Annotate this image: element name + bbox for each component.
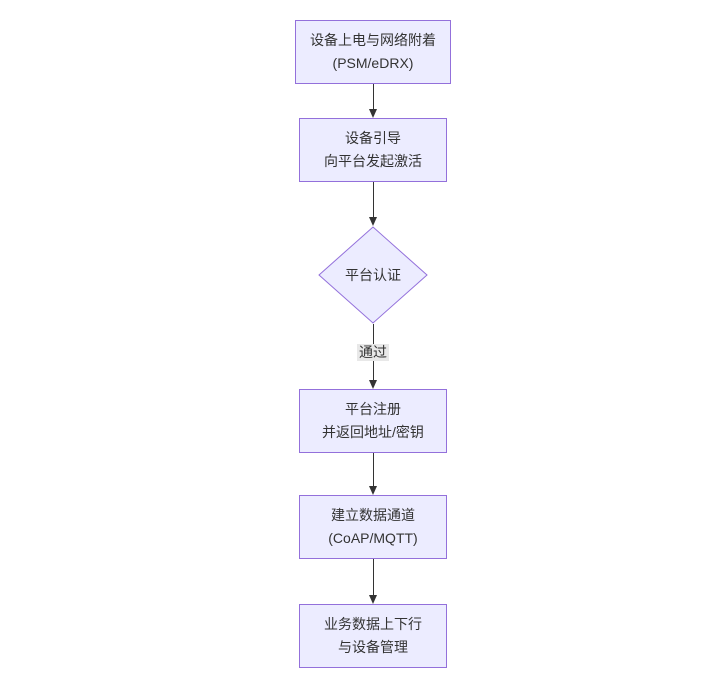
node-text-line: 并返回地址/密钥 (322, 424, 424, 440)
arrow-connector (343, 182, 403, 226)
node-text-line: 与设备管理 (338, 639, 408, 655)
node-text-line: 平台认证 (345, 266, 401, 283)
arrow-connector: 通过 (343, 324, 403, 389)
node-text-line: (PSM/eDRX) (332, 55, 414, 71)
flow-node-platform-auth: 平台认证 (318, 226, 428, 324)
node-text-line: (CoAP/MQTT) (328, 530, 418, 546)
arrowhead-down-icon (369, 595, 377, 604)
connector-line (372, 360, 374, 380)
connector-line (372, 324, 374, 344)
flow-node-platform-register: 平台注册 并返回地址/密钥 (299, 389, 447, 453)
diamond-shape (318, 226, 428, 324)
flow-node-business-data: 业务数据上下行 与设备管理 (299, 604, 447, 668)
connector-line (372, 84, 374, 109)
arrowhead-down-icon (369, 380, 377, 389)
arrowhead-down-icon (369, 217, 377, 226)
arrowhead-down-icon (369, 109, 377, 118)
flowchart: 设备上电与网络附着 (PSM/eDRX) 设备引导 向平台发起激活 平台认证 (295, 20, 451, 668)
flow-node-bootstrap: 设备引导 向平台发起激活 (299, 118, 447, 182)
node-text-line: 建立数据通道 (331, 507, 415, 523)
node-text-line: 向平台发起激活 (324, 153, 422, 169)
arrowhead-down-icon (369, 486, 377, 495)
flow-node-power-attach: 设备上电与网络附着 (PSM/eDRX) (295, 20, 451, 84)
connector-line (372, 453, 374, 486)
connector-line (372, 559, 374, 595)
node-text-line: 业务数据上下行 (324, 616, 422, 632)
edge-label-pass: 通过 (357, 343, 389, 361)
connector-line (372, 182, 374, 217)
arrow-connector (343, 84, 403, 118)
arrow-connector (343, 559, 403, 604)
node-text-line: 设备引导 (345, 130, 401, 146)
node-text-line: 平台注册 (345, 401, 401, 417)
node-text-line: 设备上电与网络附着 (310, 32, 436, 48)
flow-node-data-channel: 建立数据通道 (CoAP/MQTT) (299, 495, 447, 559)
arrow-connector (343, 453, 403, 495)
